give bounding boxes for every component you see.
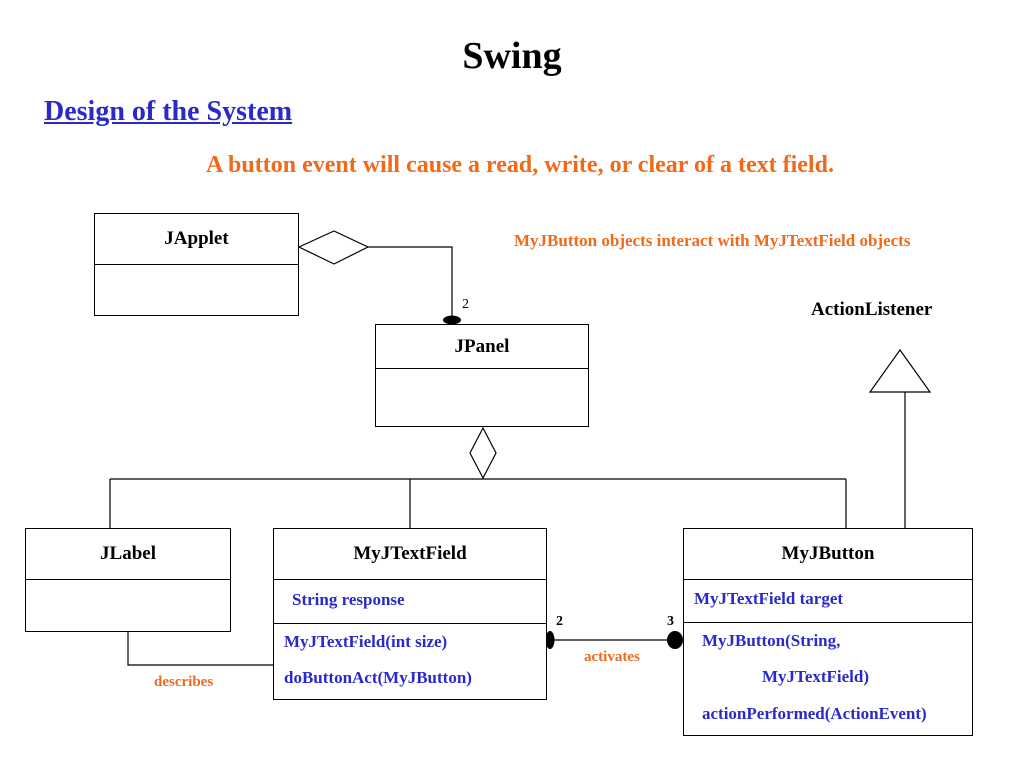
actionlistener-label: ActionListener xyxy=(811,299,933,320)
method-dobuttonact: doButtonAct(MyJButton) xyxy=(284,668,472,687)
class-japplet[interactable]: JApplet xyxy=(94,213,299,316)
japplet-jpanel-multiplicity: 2 xyxy=(462,297,469,312)
describes-link xyxy=(127,631,273,666)
class-name: JApplet xyxy=(95,214,298,265)
class-attributes: String response xyxy=(274,580,546,624)
activates-endpoint-button xyxy=(667,631,683,649)
class-methods: MyJButton(String, MyJTextField) actionPe… xyxy=(684,623,972,735)
class-name: JPanel xyxy=(376,325,588,369)
activates-label: activates xyxy=(584,649,640,665)
attribute-target: MyJTextField target xyxy=(694,589,844,608)
class-body xyxy=(376,369,588,426)
activates-endpoint-textfield xyxy=(545,631,555,649)
class-myjbutton[interactable]: MyJButton MyJTextField target MyJButton(… xyxy=(683,528,973,736)
class-attributes: MyJTextField target xyxy=(684,580,972,623)
slide-title: Swing xyxy=(462,35,562,77)
slide-subtitle[interactable]: Design of the System xyxy=(44,96,293,127)
jpanel-aggregation-diamond xyxy=(469,426,497,480)
japplet-aggregation-diamond xyxy=(297,230,370,265)
class-methods: MyJTextField(int size) doButtonAct(MyJBu… xyxy=(274,624,546,699)
class-name: MyJTextField xyxy=(274,529,546,580)
activates-multiplicity-from: 2 xyxy=(556,614,563,629)
class-name: MyJButton xyxy=(684,529,972,580)
class-jlabel[interactable]: JLabel xyxy=(25,528,231,632)
activates-multiplicity-to: 3 xyxy=(667,614,674,629)
describes-label: describes xyxy=(154,674,214,690)
interaction-note: MyJButton objects interact with MyJTextF… xyxy=(514,231,911,250)
class-name: JLabel xyxy=(26,529,230,580)
method-constructor-line1: MyJButton(String, xyxy=(702,631,841,650)
method-constructor: MyJTextField(int size) xyxy=(284,632,448,651)
class-jpanel[interactable]: JPanel xyxy=(375,324,589,427)
method-constructor-line2: MyJTextField) xyxy=(762,667,870,686)
attribute-response: String response xyxy=(292,590,405,609)
method-actionperformed: actionPerformed(ActionEvent) xyxy=(702,704,927,723)
actionlistener-triangle xyxy=(868,348,932,393)
japplet-jpanel-endpoint xyxy=(443,315,461,325)
class-body xyxy=(95,265,298,315)
class-body xyxy=(26,580,230,631)
japplet-jpanel-link xyxy=(368,246,453,320)
class-myjtextfield[interactable]: MyJTextField String response MyJTextFiel… xyxy=(273,528,547,700)
slide-caption: A button event will cause a read, write,… xyxy=(206,152,834,178)
